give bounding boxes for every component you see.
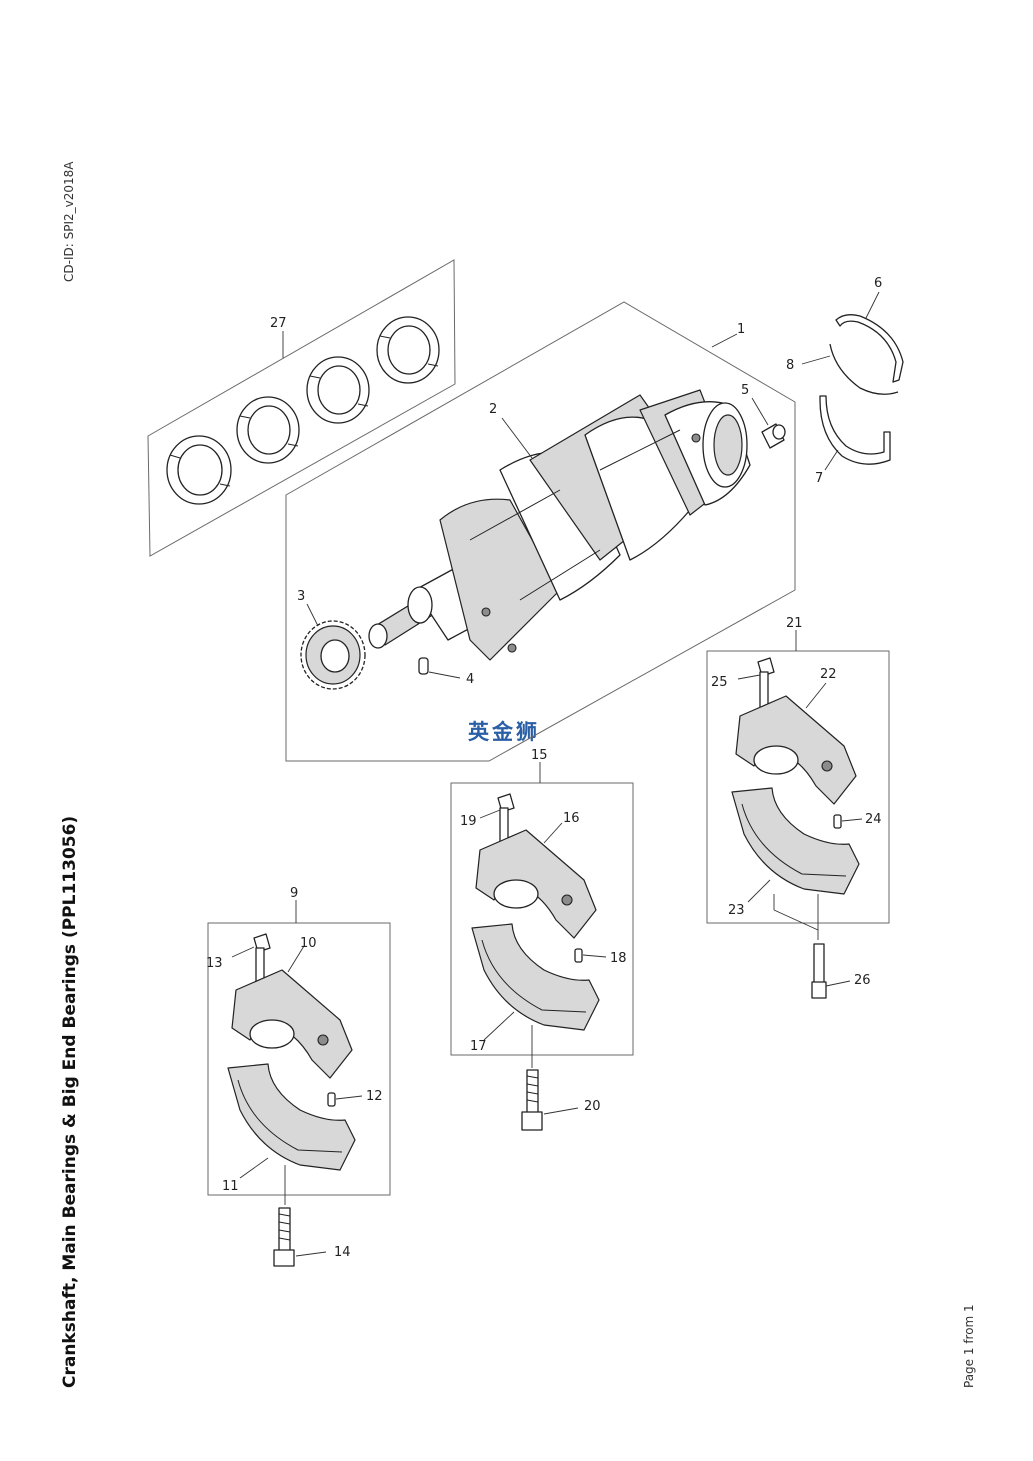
callout-25: 25 bbox=[711, 675, 728, 690]
group-21-frame bbox=[706, 650, 890, 924]
callout-19: 19 bbox=[460, 814, 477, 829]
thrust-washers: 6 8 7 bbox=[786, 276, 904, 486]
callout-18: 18 bbox=[610, 951, 627, 966]
callout-1: 1 bbox=[737, 322, 745, 337]
bearing-shells-group: 27 bbox=[147, 259, 456, 557]
callout-8: 8 bbox=[786, 358, 794, 373]
callout-21: 21 bbox=[786, 616, 803, 631]
callout-16: 16 bbox=[563, 811, 580, 826]
big-end-group-15: 15 19 16 17 18 20 bbox=[450, 748, 634, 1131]
callout-15: 15 bbox=[531, 748, 548, 763]
callout-2: 2 bbox=[489, 402, 497, 417]
bearing-shell bbox=[306, 356, 370, 424]
callout-12: 12 bbox=[366, 1089, 383, 1104]
callout-3: 3 bbox=[297, 589, 305, 604]
callout-4: 4 bbox=[466, 672, 474, 687]
group-15-frame bbox=[450, 782, 634, 1056]
crankshaft-group: 1 2 3 bbox=[285, 301, 796, 762]
bearing-shell bbox=[166, 435, 232, 505]
callout-20: 20 bbox=[584, 1099, 601, 1114]
group-9-frame bbox=[207, 922, 391, 1196]
callout-26: 26 bbox=[854, 973, 871, 988]
dowel-pin bbox=[418, 657, 429, 675]
callout-24: 24 bbox=[865, 812, 882, 827]
callout-17: 17 bbox=[470, 1039, 487, 1054]
big-end-group-9: 9 13 10 11 12 14 bbox=[206, 886, 391, 1267]
callout-7: 7 bbox=[815, 471, 823, 486]
callout-13: 13 bbox=[206, 956, 223, 971]
callout-5: 5 bbox=[741, 383, 749, 398]
crankshaft bbox=[368, 389, 751, 661]
callout-27: 27 bbox=[270, 316, 287, 331]
spigot-bush bbox=[761, 423, 786, 449]
callout-23: 23 bbox=[728, 903, 745, 918]
group-27-frame bbox=[147, 259, 456, 557]
bearing-shell bbox=[236, 396, 300, 464]
timing-gear bbox=[300, 620, 366, 690]
callout-10: 10 bbox=[300, 936, 317, 951]
callout-11: 11 bbox=[222, 1179, 239, 1194]
group-1-frame bbox=[285, 301, 796, 762]
callout-9: 9 bbox=[290, 886, 298, 901]
bearing-shell bbox=[376, 316, 440, 384]
callout-14: 14 bbox=[334, 1245, 351, 1260]
callout-22: 22 bbox=[820, 667, 837, 682]
callout-6: 6 bbox=[874, 276, 882, 291]
watermark: 英金狮 bbox=[468, 720, 540, 744]
big-end-group-21: 21 25 22 23 24 26 bbox=[706, 616, 890, 999]
